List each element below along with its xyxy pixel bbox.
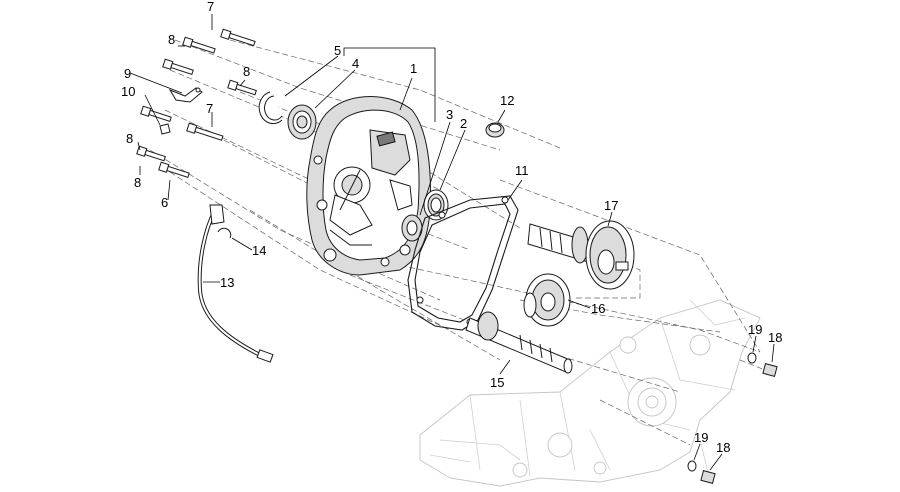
leader-lines: [129, 14, 775, 471]
callout-2: 2: [460, 116, 467, 131]
callout-7-top: 7: [207, 0, 214, 14]
transmission-cover: [306, 96, 431, 276]
callout-19-upper: 19: [748, 322, 762, 337]
callout-4: 4: [352, 56, 359, 71]
callout-3: 3: [446, 107, 453, 122]
small-clip-part: [159, 123, 171, 135]
callout-18-lower: 18: [716, 440, 730, 455]
circlip-part: [258, 91, 283, 125]
cable-clip-part: [217, 227, 232, 239]
bracket-part: [168, 87, 203, 103]
crankcase-ghost: [419, 299, 761, 487]
callout-8-mid: 8: [243, 64, 250, 79]
cap-part: [485, 122, 505, 138]
callout-11: 11: [515, 163, 529, 178]
bolt-washer-lower: [687, 460, 716, 484]
callout-1: 1: [410, 61, 417, 76]
bolts: [136, 28, 257, 178]
callout-10: 10: [121, 84, 135, 99]
seal-ring-part: [423, 189, 449, 221]
callout-14: 14: [252, 243, 266, 258]
callout-7-mid: 7: [206, 101, 213, 116]
callout-12: 12: [500, 93, 514, 108]
callout-9: 9: [124, 66, 131, 81]
callout-13: 13: [220, 275, 234, 290]
callout-19-lower: 19: [694, 430, 708, 445]
callout-labels: 7 8 5 4 1 9 8 10 12 7 3 2 8 11 8 6 17 14…: [121, 0, 782, 455]
callout-8-top: 8: [168, 32, 175, 47]
gear-shaft-top: [527, 220, 635, 290]
callout-15: 15: [490, 375, 504, 390]
primary-shaft: [465, 311, 573, 374]
callout-8-bottom: 8: [134, 175, 141, 190]
callout-18-upper: 18: [768, 330, 782, 345]
bolt-washer-upper: [747, 352, 778, 377]
callout-17: 17: [604, 198, 618, 213]
bearing-part: [287, 104, 317, 140]
idler-gear: [523, 273, 571, 327]
callout-8-lower: 8: [126, 131, 133, 146]
cable-part: [197, 204, 274, 363]
callout-6: 6: [161, 195, 168, 210]
callout-16: 16: [591, 301, 605, 316]
callout-5: 5: [334, 43, 341, 58]
